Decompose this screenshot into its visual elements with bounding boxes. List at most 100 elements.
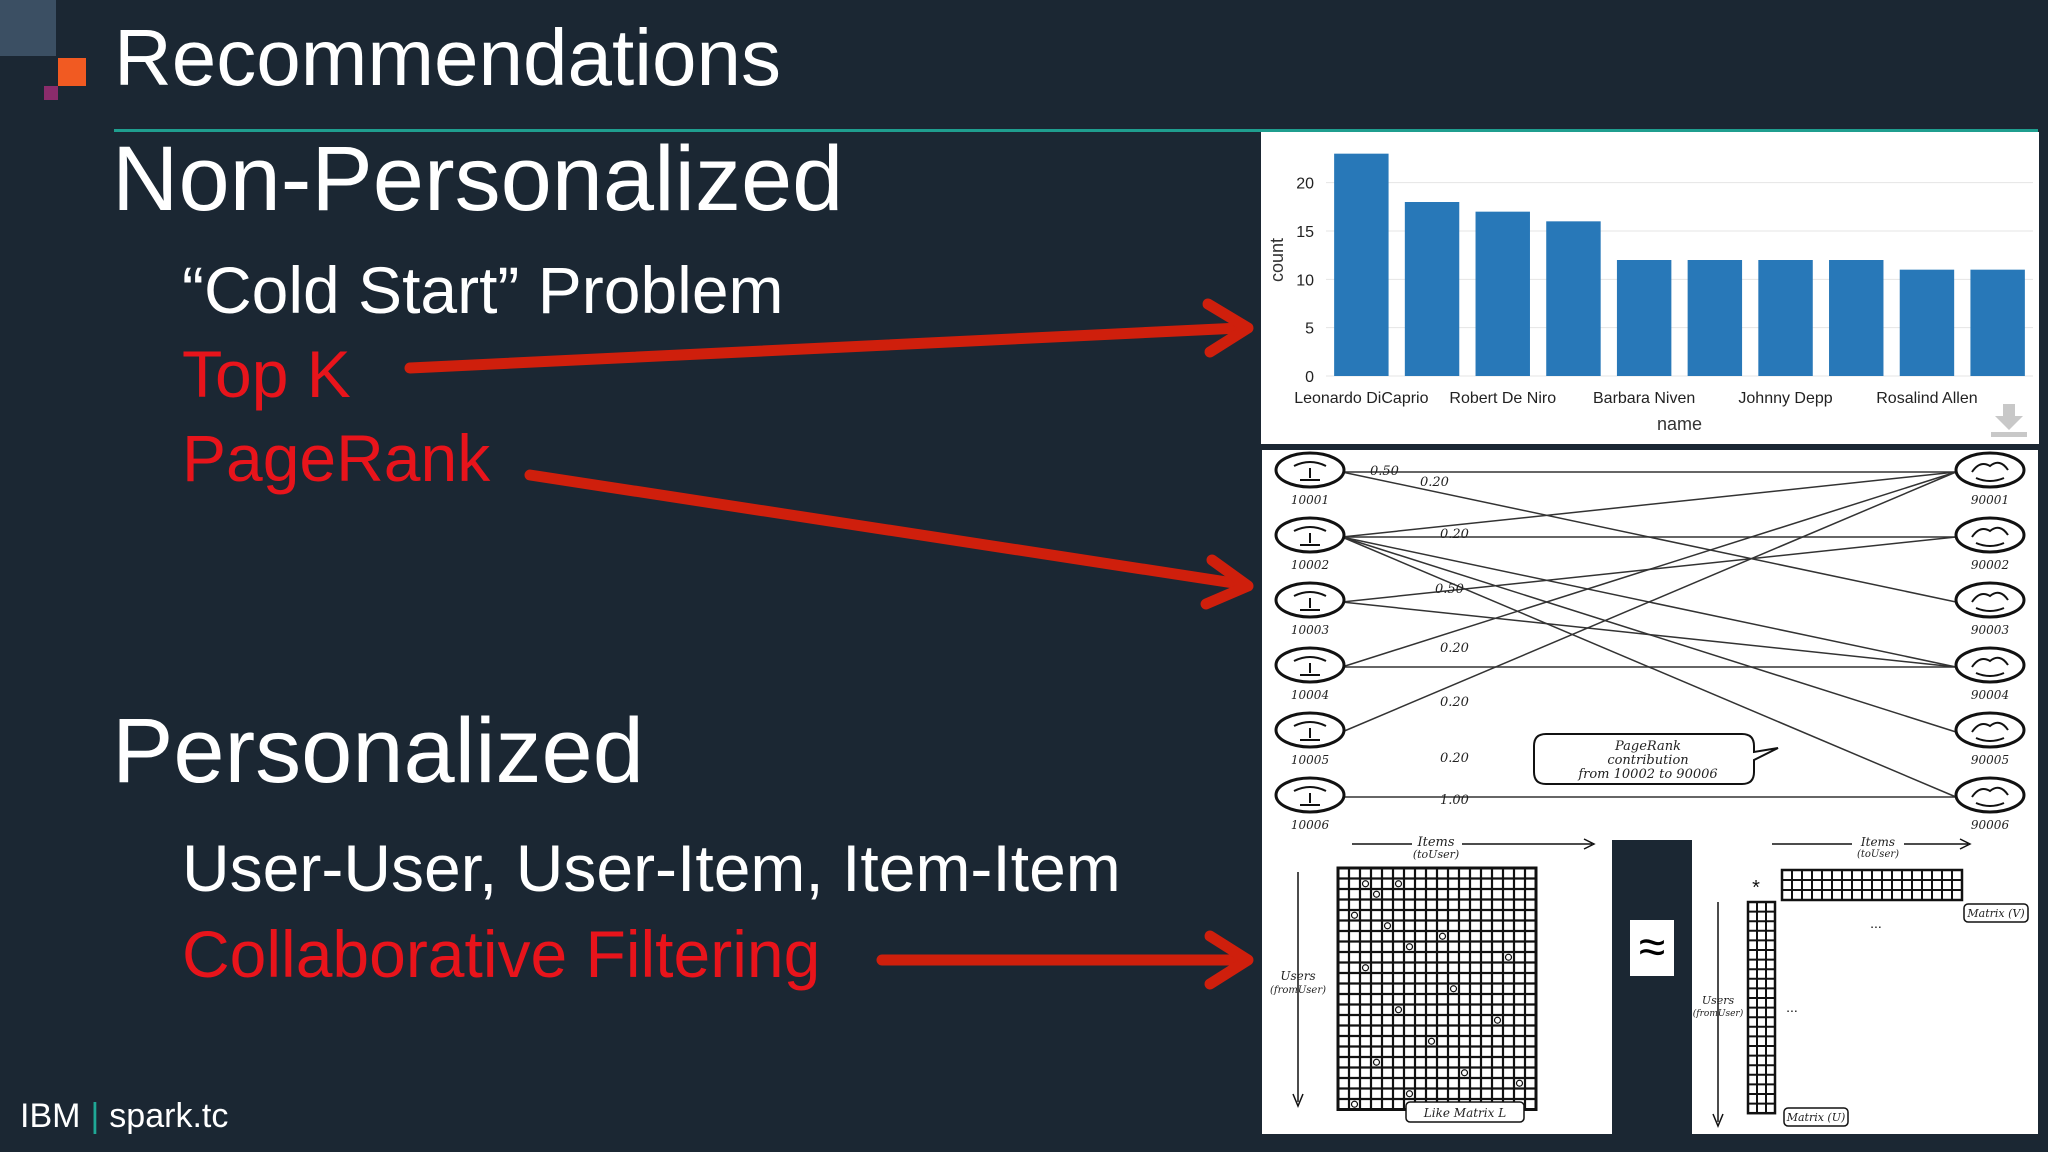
item-node-shape [1954, 646, 2026, 684]
like-entry [1493, 1016, 1502, 1024]
item-node-shape [1954, 776, 2026, 814]
pagerank-edge [1341, 471, 1957, 538]
item-node-shape [1954, 581, 2026, 619]
items-axis-label: Items [1860, 835, 1895, 849]
item-node-glyph [1971, 461, 2009, 482]
like-entry [1515, 1079, 1524, 1087]
like-entry [1405, 943, 1414, 951]
title-rule [114, 129, 2038, 132]
user-node-id: 10001 [1291, 493, 1329, 507]
item-node-id: 90003 [1971, 623, 2010, 637]
user-node-id: 10005 [1291, 753, 1329, 767]
top-k-label: Top K [182, 337, 351, 411]
like-entry [1394, 880, 1403, 888]
x-tick-label: Robert De Niro [1449, 390, 1556, 407]
pagerank-diagram: 0.500.200.330.200.500.330.200.330.50.200… [1274, 451, 2026, 832]
like-entry [1449, 985, 1458, 993]
item-node-glyph [1971, 591, 2009, 612]
item-node-glyph [1971, 656, 2009, 677]
user-node: 10003 [1274, 581, 1346, 637]
user-node-glyph [1293, 591, 1327, 611]
like-entry [1361, 964, 1370, 972]
user-node-glyph [1293, 461, 1327, 481]
user-node: 10006 [1274, 776, 1346, 832]
download-tray [1991, 432, 2027, 437]
pagerank-arrow [524, 469, 1246, 590]
cf-factor-matrices-panel: Items(toUser)Matrix (V)*......Users(from… [1692, 832, 2038, 1134]
items-axis-arrowhead [1583, 838, 1596, 850]
user-node-glyph [1293, 526, 1327, 546]
matrix-l-label: Like Matrix L [1423, 1106, 1506, 1120]
pagerank-label: PageRank [182, 421, 491, 495]
personalized-heading: Personalized [112, 700, 644, 802]
matrix-u-ellipsis: ... [1786, 999, 1798, 1015]
user-node-glyph [1293, 721, 1327, 741]
like-entry [1460, 1069, 1469, 1077]
item-node-id: 90002 [1971, 558, 2009, 572]
item-node: 90006 [1954, 776, 2026, 832]
like-entry [1405, 1090, 1414, 1098]
user-node-id: 10002 [1291, 558, 1329, 572]
edge-weight-label: 0.50 [1435, 582, 1464, 597]
users-axis-label: Users [1280, 969, 1315, 983]
footer-separator: | [90, 1097, 100, 1135]
item-node-shape [1954, 451, 2026, 489]
x-tick-label: Rosalind Allen [1876, 390, 1977, 407]
item-node-id: 90006 [1971, 818, 2010, 832]
like-entry [1361, 880, 1370, 888]
pagerank-edge [1341, 601, 1957, 668]
items-axis-label: Items [1416, 835, 1454, 850]
items-axis-arrowhead [1959, 838, 1972, 850]
matrix-v-ellipsis: ... [1870, 915, 1882, 931]
approx-symbol: ≈ [1630, 920, 1674, 976]
callout-text: contribution [1607, 753, 1688, 768]
items-axis-sublabel: (toUser) [1413, 848, 1459, 861]
like-entry [1427, 1037, 1436, 1045]
matrix-l-tag [1405, 1101, 1525, 1123]
download-icon[interactable] [1991, 404, 2027, 437]
cold-start-label: “Cold Start” Problem [182, 253, 784, 327]
edge-weight-label: 0.20 [1440, 751, 1469, 766]
item-node: 90004 [1954, 646, 2026, 702]
like-entry [1350, 1100, 1359, 1108]
like-entry [1372, 890, 1381, 898]
item-node-shape [1954, 516, 2026, 554]
users-axis-arrowhead [1292, 1093, 1304, 1108]
multiply-star: * [1752, 877, 1760, 899]
users-axis-label: Users [1702, 994, 1735, 1007]
item-node: 90001 [1954, 451, 2026, 507]
cf-like-matrix-panel: Items(toUser) Users (fromUser) Like Matrix … [1262, 832, 1612, 1134]
top-k-arrowhead [1202, 298, 1254, 358]
item-node-shape [1954, 711, 2026, 749]
y-tick-label: 10 [1296, 272, 1314, 289]
matrix-v-label: Matrix (V) [1966, 907, 2024, 920]
logo-square-slate [0, 0, 56, 56]
users-axis-sublabel: (fromUser) [1693, 1008, 1744, 1019]
x-tick-label: Johnny Depp [1738, 390, 1832, 407]
bar [1970, 269, 2025, 376]
download-arrow [1995, 404, 2023, 430]
collaborative-filtering-label: Collaborative Filtering [182, 917, 821, 991]
users-axis-sublabel: (fromUser) [1270, 985, 1326, 996]
users-axis-arrowhead [1712, 1113, 1724, 1128]
item-node-glyph [1971, 721, 2009, 742]
similarity-types-label: User-User, User-Item, Item-Item [182, 831, 1121, 905]
pagerank-edge [1341, 471, 1957, 733]
matrix-v-tag [1963, 903, 2029, 923]
item-node: 90005 [1954, 711, 2026, 767]
y-tick-label: 5 [1305, 321, 1314, 338]
item-node-glyph [1971, 526, 2009, 547]
bar [1616, 260, 1672, 376]
item-node-id: 90005 [1971, 753, 2009, 767]
user-node: 10004 [1274, 646, 1346, 702]
item-node-id: 90001 [1971, 493, 2009, 507]
like-entry [1504, 953, 1513, 961]
page-title: Recommendations [114, 13, 781, 102]
x-axis-label: name [1657, 414, 1702, 434]
pagerank-diagram-panel: 0.500.200.330.200.500.330.200.330.50.200… [1262, 450, 2038, 840]
non-personalized-heading: Non-Personalized [112, 128, 844, 230]
edge-weight-label: 0.20 [1440, 527, 1469, 542]
item-node-id: 90004 [1971, 688, 2009, 702]
like-entry [1438, 932, 1447, 940]
